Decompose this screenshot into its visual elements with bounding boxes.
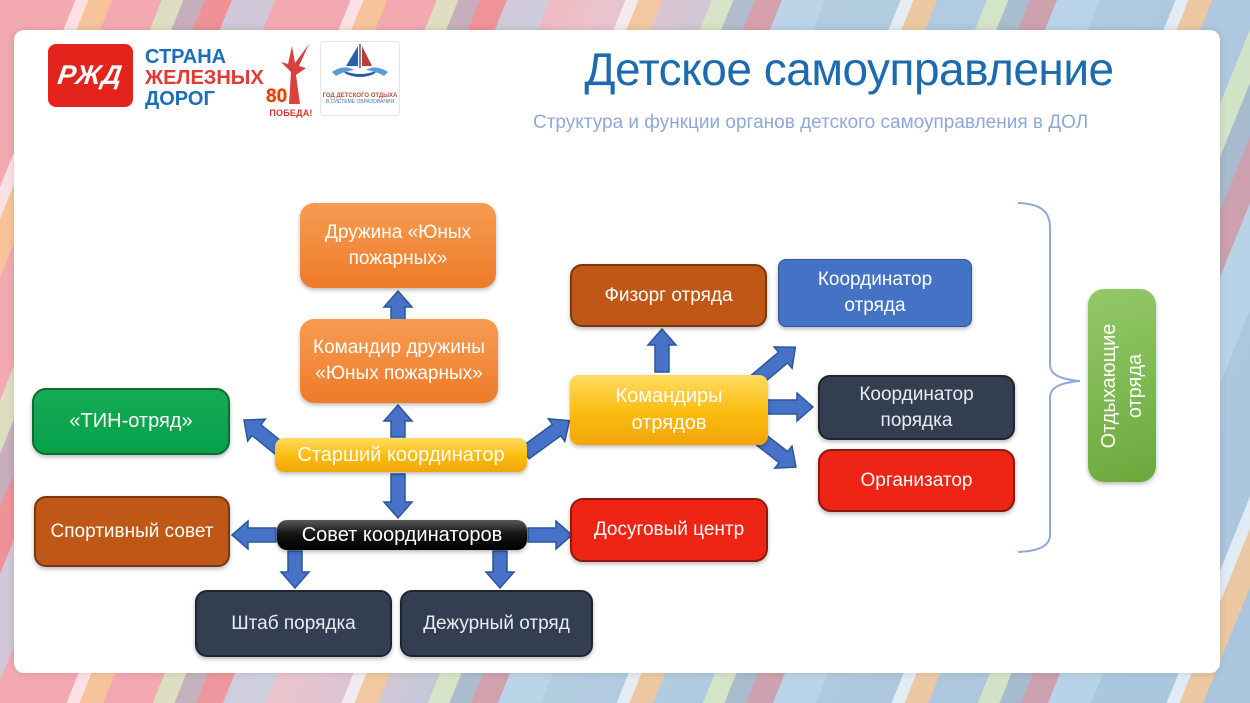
- brand-line-3: ДОРОГ: [145, 88, 215, 110]
- node-otdyhayushchie-otryada: Отдыхающие отряда: [1088, 289, 1156, 482]
- rzd-brand-text: СТРАНА ЖЕЛЕЗНЫХ ДОРОГ: [145, 47, 264, 110]
- motherland-statue-icon: [281, 44, 309, 104]
- node-sovet-koordinatorov: Совет координаторов: [277, 520, 527, 550]
- node-koordinator-poryadka: Координатор порядка: [818, 375, 1015, 440]
- victory-80-number: 80: [266, 86, 288, 107]
- arrow-sovet-to-shtab: [279, 550, 311, 590]
- arrow-sovet-to-dezhurnyy: [484, 550, 516, 590]
- page-subtitle: Структура и функции органов детского сам…: [533, 112, 1089, 133]
- arrow-starshiy-to-sovet: [382, 473, 414, 520]
- node-dosugovyy-centr: Досуговый центр: [570, 498, 768, 562]
- camp-year-line-1: ГОД ДЕТСКОГО ОТДЫХА: [322, 93, 398, 99]
- rzd-logo: РЖД: [48, 44, 133, 107]
- node-shtab-poryadka: Штаб порядка: [195, 590, 392, 657]
- slide-canvas: РЖД СТРАНА ЖЕЛЕЗНЫХ ДОРОГ 80 ПОБЕДА! ГОД…: [14, 30, 1220, 673]
- camp-year-line-2: В СИСТЕМЕ ОБРАЗОВАНИЯ: [325, 99, 395, 105]
- brand-line-2: ЖЕЛЕЗНЫХ: [145, 67, 264, 89]
- node-sportivnyy-sovet: Спортивный совет: [34, 496, 230, 567]
- node-tin-otryad: «ТИН-отряд»: [32, 388, 230, 455]
- rzd-monogram: РЖД: [56, 60, 125, 90]
- node-starshiy-koordinator: Старший координатор: [275, 438, 527, 472]
- arrow-komandiry-to-fizorg: [646, 327, 678, 373]
- node-dezhurnyy-otryad: Дежурный отряд: [400, 590, 593, 657]
- node-fizorg-otryada: Физорг отряда: [570, 264, 767, 327]
- arrow-sovet-to-sportivnyy: [230, 519, 277, 551]
- node-komandir-druzhiny: Командир дружины «Юных пожарных»: [300, 319, 498, 403]
- arrow-sovet-to-dosugovyy: [527, 519, 574, 551]
- grouping-brace: [1017, 202, 1081, 553]
- page-title: Детское самоуправление: [584, 43, 1114, 95]
- node-druzhina-yunyh-pozharnyh: Дружина «Юных пожарных»: [300, 203, 496, 288]
- victory-80-label: ПОБЕДА!: [269, 108, 313, 118]
- sailboat-icon: [332, 44, 388, 77]
- node-koordinator-otryada: Координатор отряда: [778, 259, 972, 327]
- victory-80-logo: 80 ПОБЕДА!: [264, 42, 318, 130]
- camp-year-logo: ГОД ДЕТСКОГО ОТДЫХА В СИСТЕМЕ ОБРАЗОВАНИ…: [320, 41, 400, 116]
- node-komandiry-otryadov: Командиры отрядов: [570, 375, 768, 445]
- vertical-label: Отдыхающие отряда: [1098, 323, 1146, 448]
- arrow-komandir-to-druzhina: [382, 289, 414, 322]
- node-organizator: Организатор: [818, 449, 1015, 512]
- brand-line-1: СТРАНА: [145, 46, 227, 68]
- arrow-starshiy-to-komandir: [382, 403, 414, 438]
- arrow-komandiry-to-koordinator-poryadka: [766, 391, 815, 423]
